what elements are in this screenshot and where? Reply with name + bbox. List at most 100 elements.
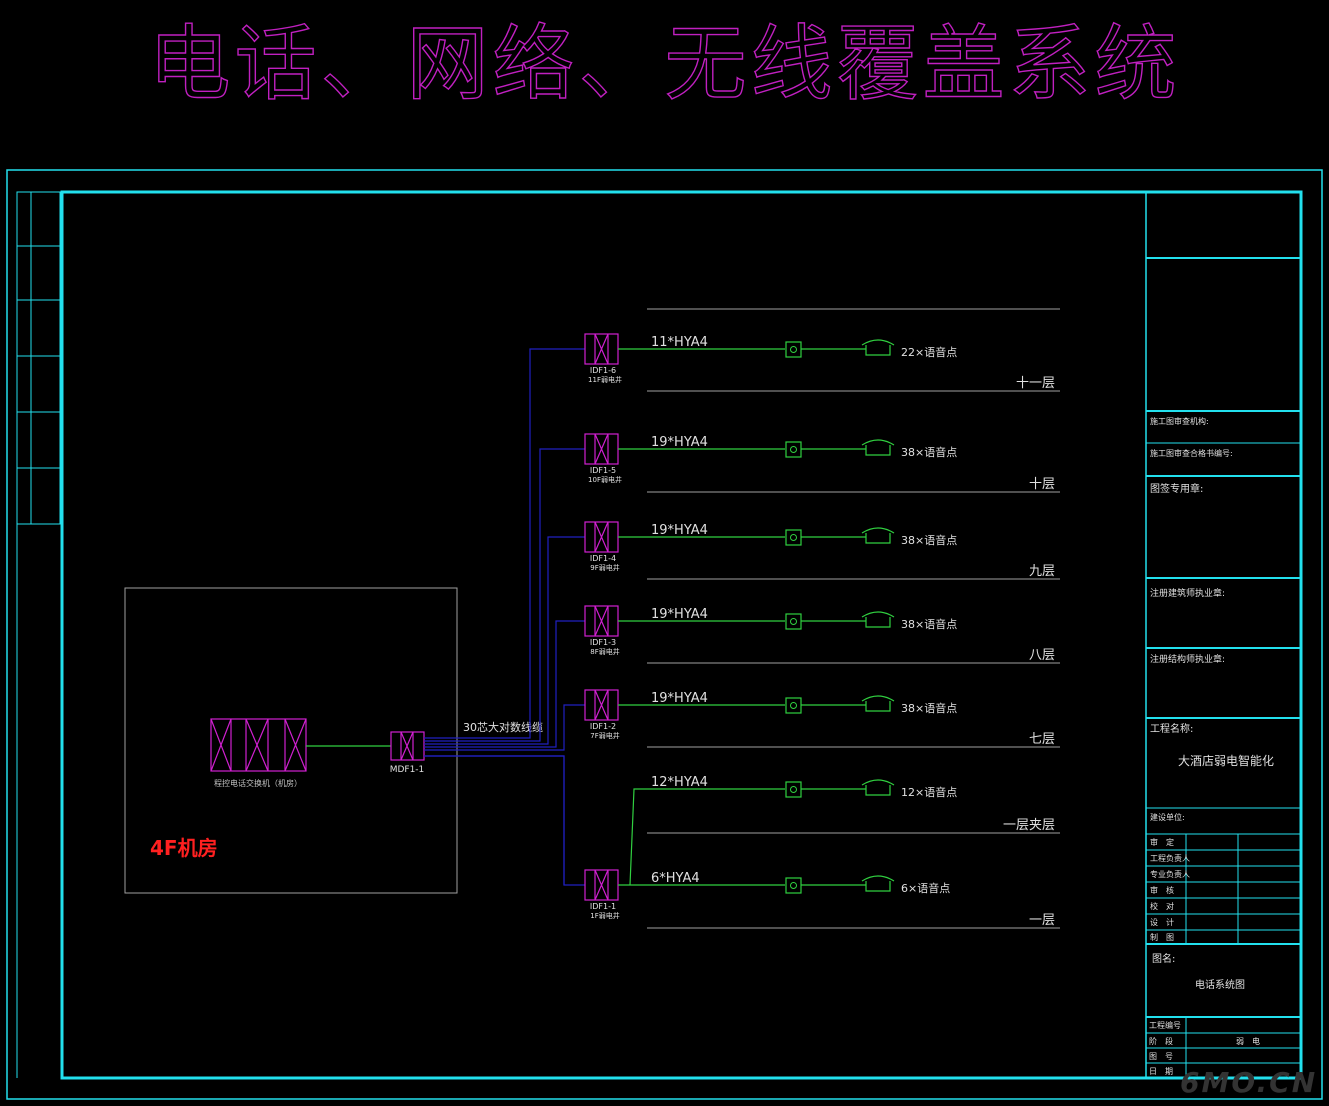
idf-sublabel: 1F弱电井	[590, 911, 619, 920]
idf-sublabel: 11F弱电井	[588, 375, 622, 384]
floor-label: 一层夹层	[1003, 818, 1055, 833]
points-label: 22×语音点	[901, 345, 957, 359]
floor-label: 十层	[1029, 477, 1055, 492]
cable-label: 19*HYA4	[651, 523, 708, 538]
telephone-icon	[861, 695, 895, 712]
tb-drawing-name: 电话系统图	[1195, 978, 1245, 991]
telephone-icon	[861, 439, 895, 456]
idf-sublabel: 7F弱电井	[590, 731, 619, 740]
idf-label: IDF1-3	[590, 638, 616, 647]
tb-role: 审 核	[1150, 885, 1174, 895]
mdf-label: MDF1-1	[390, 765, 425, 775]
outer-frame	[6, 169, 1323, 1100]
riser-line	[424, 755, 565, 885]
idf-sublabel: 9F弱电井	[590, 563, 619, 572]
outlet-icon	[790, 786, 797, 793]
tb-role: 校 对	[1150, 901, 1174, 911]
outlet-icon	[790, 882, 797, 889]
tb-review-cert: 施工图审查合格书编号:	[1150, 448, 1233, 458]
tb-role: 专业负责人	[1150, 869, 1190, 879]
telephone-icon	[861, 875, 895, 892]
idf-symbol	[584, 689, 619, 721]
outlet-box	[785, 613, 802, 630]
tb-client-label: 建设单位:	[1150, 812, 1185, 822]
tb-seal: 图签专用章:	[1150, 482, 1203, 495]
cable-label: 12*HYA4	[651, 775, 708, 790]
machine-room-label: 4F机房	[150, 836, 218, 860]
idf-sublabel: 10F弱电井	[588, 475, 622, 484]
idf-label: IDF1-2	[590, 722, 616, 731]
tb-role: 制 图	[1150, 932, 1174, 942]
outlet-box	[785, 441, 802, 458]
trunk-line	[424, 536, 585, 745]
tb-arch-seal: 注册建筑师执业章:	[1150, 587, 1225, 599]
idf-label: IDF1-6	[590, 366, 616, 375]
pbx-symbol	[210, 718, 307, 772]
cable-label: 19*HYA4	[651, 607, 708, 622]
points-label: 6×语音点	[901, 881, 950, 895]
floor-label: 八层	[1029, 648, 1055, 663]
idf-symbol	[584, 333, 619, 365]
outlet-box	[785, 529, 802, 546]
floor-label: 七层	[1029, 732, 1055, 747]
tb-project-name: 大酒店弱电智能化	[1178, 753, 1274, 768]
binding-strip	[16, 191, 61, 1078]
drawing-frame	[60, 190, 1303, 1080]
outlet-box	[785, 697, 802, 714]
trunk-line	[424, 448, 585, 742]
points-label: 38×语音点	[901, 617, 957, 631]
outlet-box	[785, 781, 802, 798]
cable-label: 11*HYA4	[651, 335, 708, 350]
idf-symbol	[584, 605, 619, 637]
floor-label: 十一层	[1016, 376, 1055, 391]
outlet-icon	[790, 346, 797, 353]
idf-symbol	[584, 869, 619, 901]
cable-label: 19*HYA4	[651, 691, 708, 706]
tb-footer-row: 日 期	[1149, 1067, 1173, 1076]
idf-label: IDF1-5	[590, 466, 616, 475]
outlet-icon	[790, 446, 797, 453]
tb-role: 工程负责人	[1150, 853, 1190, 863]
trunk-line	[424, 704, 585, 751]
tb-footer-value: 弱 电	[1236, 1036, 1260, 1046]
tb-role: 审 定	[1150, 837, 1174, 847]
trunk-cable-label: 30芯大对数线缆	[463, 720, 543, 734]
points-label: 38×语音点	[901, 533, 957, 547]
telephone-icon	[861, 339, 895, 356]
watermark: 6MO.CN	[1180, 1066, 1318, 1099]
telephone-icon	[861, 527, 895, 544]
idf-label: IDF1-1	[590, 902, 616, 911]
cable-line	[629, 788, 785, 886]
trunk-line	[424, 348, 585, 739]
outlet-icon	[790, 534, 797, 541]
points-label: 12×语音点	[901, 785, 957, 799]
floor-label: 九层	[1029, 564, 1055, 579]
trunk-line	[424, 620, 585, 748]
tb-footer-row: 工程编号	[1149, 1020, 1181, 1030]
cable-label: 6*HYA4	[651, 871, 700, 886]
mdf-symbol	[390, 731, 425, 761]
tb-drawing-label: 图名:	[1152, 952, 1175, 965]
tb-role: 设 计	[1150, 917, 1174, 927]
title-block	[1145, 192, 1301, 1078]
idf-symbol	[584, 521, 619, 553]
outlet-icon	[790, 618, 797, 625]
tb-project-label: 工程名称:	[1150, 722, 1193, 735]
page-title: 电话、网络、无线覆盖系统	[148, 17, 1181, 112]
idf-sublabel: 8F弱电井	[590, 647, 619, 656]
telephone-icon	[861, 611, 895, 628]
telephone-icon	[861, 779, 895, 796]
idf-symbol	[584, 433, 619, 465]
tb-struct-seal: 注册结构师执业章:	[1150, 653, 1225, 665]
idf-label: IDF1-4	[590, 554, 616, 563]
tb-review-unit: 施工图审查机构:	[1150, 416, 1209, 426]
points-label: 38×语音点	[901, 701, 957, 715]
outlet-box	[785, 877, 802, 894]
trunk-line	[424, 755, 585, 886]
tb-footer-row: 图 号	[1149, 1052, 1173, 1061]
points-label: 38×语音点	[901, 445, 957, 459]
cable-label: 19*HYA4	[651, 435, 708, 450]
outlet-box	[785, 341, 802, 358]
